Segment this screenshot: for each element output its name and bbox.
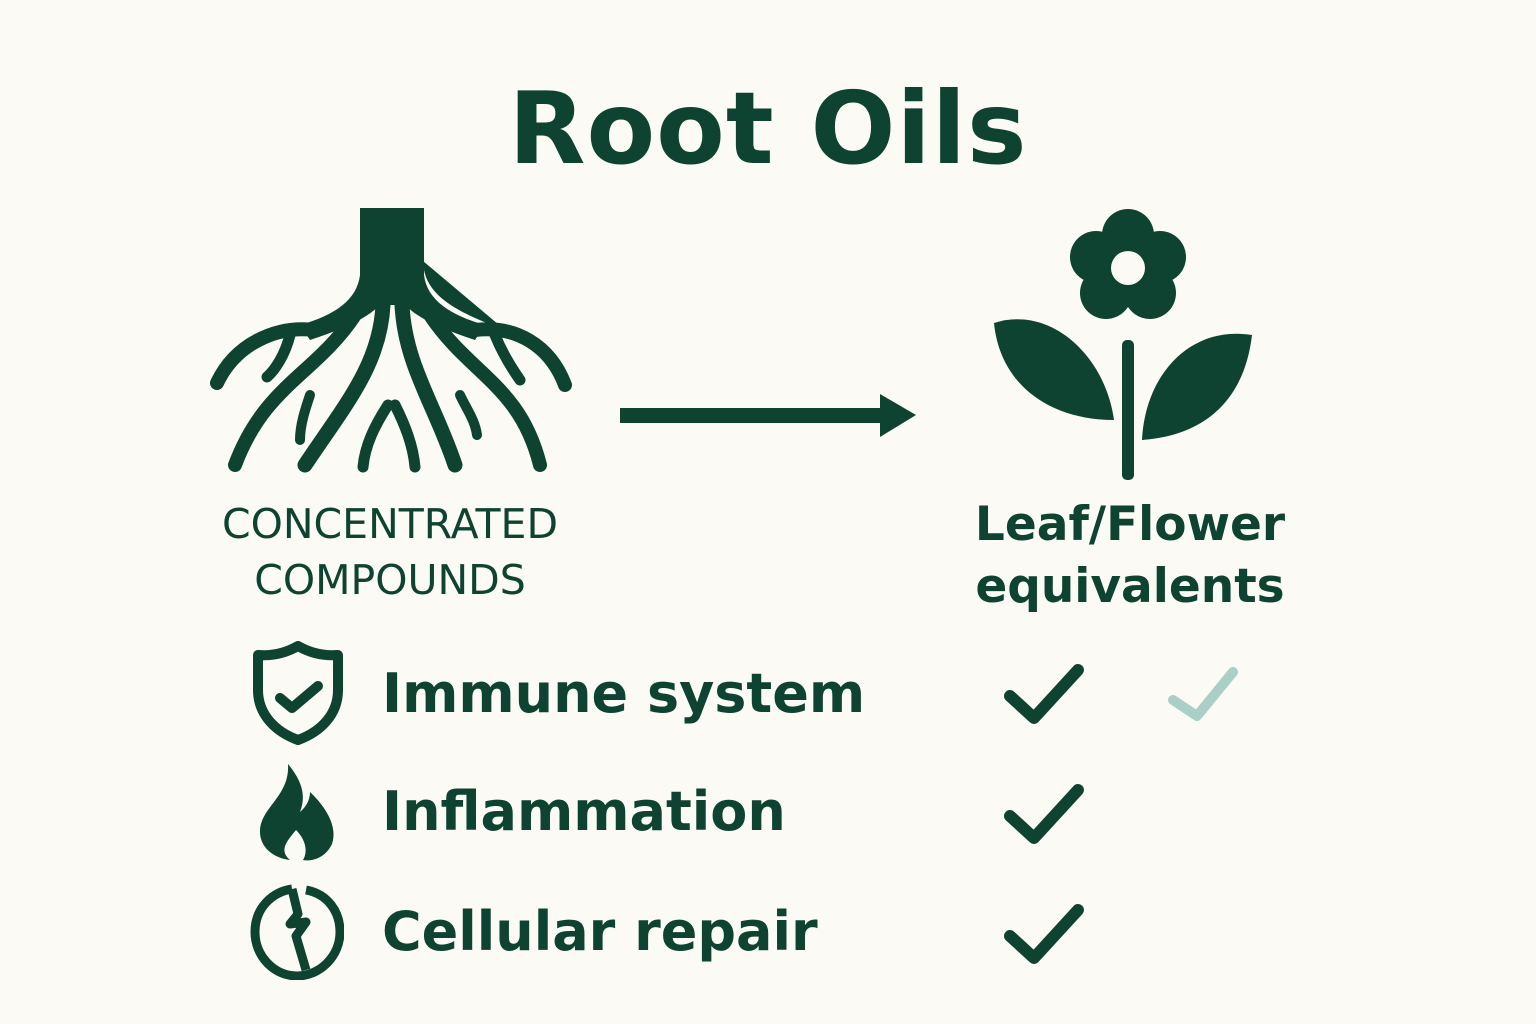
arrow-right-icon bbox=[620, 394, 916, 437]
broken-circle-icon bbox=[250, 884, 344, 980]
flower-caption-line2: equivalents bbox=[975, 559, 1285, 614]
page-title: Root Oils bbox=[508, 70, 1028, 187]
benefit-label: Immune system bbox=[382, 662, 866, 725]
flower-caption: Leaf/Flower equivalents bbox=[940, 494, 1320, 618]
root-caption: CONCENTRATED COMPOUNDS bbox=[170, 496, 610, 608]
benefit-label: Inflammation bbox=[382, 780, 786, 843]
check-icon bbox=[1004, 904, 1084, 964]
faint-check-icon bbox=[1168, 667, 1238, 721]
flame-icon bbox=[260, 764, 334, 861]
check-icon bbox=[1004, 784, 1084, 844]
roots-icon bbox=[210, 208, 572, 473]
benefit-label: Cellular repair bbox=[382, 900, 818, 963]
flower-caption-line1: Leaf/Flower bbox=[974, 497, 1286, 552]
root-caption-line1: CONCENTRATED bbox=[221, 500, 559, 548]
flower-icon bbox=[994, 209, 1252, 480]
check-icon bbox=[1004, 664, 1084, 724]
shield-check-icon bbox=[253, 641, 343, 745]
root-caption-line2: COMPOUNDS bbox=[254, 556, 526, 604]
